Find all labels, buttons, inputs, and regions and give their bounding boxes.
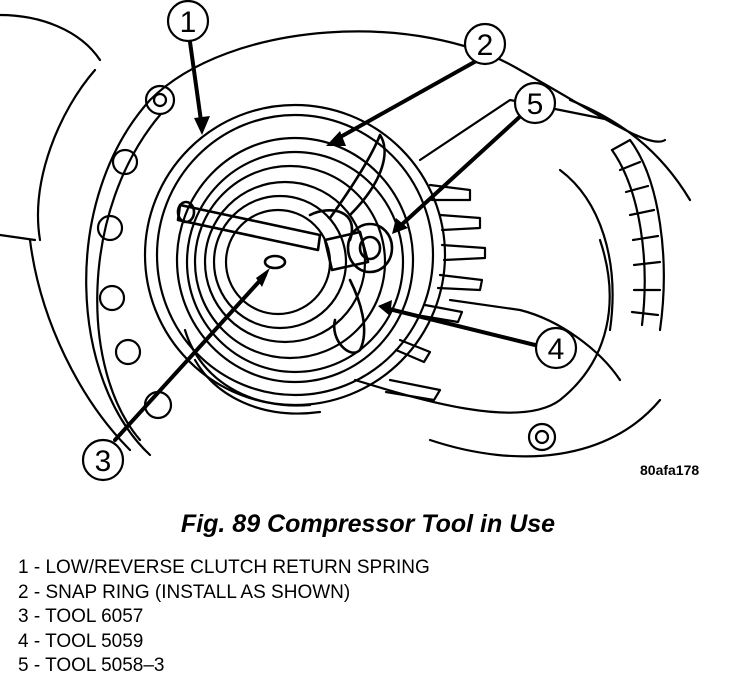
case-bolt-holes — [96, 84, 557, 452]
callout-2: 2 — [463, 22, 507, 66]
figure-code: 80afa178 — [640, 462, 699, 478]
callout-4-number: 4 — [548, 333, 565, 366]
clutch-pack — [143, 103, 447, 415]
callout-3-number: 3 — [95, 445, 112, 478]
legend-item: 4 - TOOL 5059 — [18, 630, 144, 652]
callout-3: 3 — [81, 438, 125, 482]
compressor-tool — [176, 133, 394, 354]
legend-item: 2 - SNAP RING (INSTALL AS SHOWN) — [18, 581, 351, 603]
callout-4: 4 — [534, 326, 578, 370]
compressor-tool-illustration: 1 2 3 4 5 80afa178 — [0, 0, 699, 482]
callout-5: 5 — [513, 81, 557, 125]
legend-item: 1 - LOW/REVERSE CLUTCH RETURN SPRING — [18, 557, 430, 578]
callout-2-number: 2 — [477, 29, 494, 62]
legend-list: 1 - LOW/REVERSE CLUTCH RETURN SPRING 2 -… — [18, 556, 430, 679]
return-spring-fingers — [384, 183, 487, 402]
callout-1-number: 1 — [180, 6, 197, 39]
legend-item: 3 - TOOL 6057 — [18, 606, 144, 627]
leader-arrows — [113, 40, 537, 442]
arrow-heads — [194, 116, 408, 316]
callout-1: 1 — [166, 0, 210, 43]
ring-gear-teeth — [610, 138, 665, 332]
legend-item: 5 - TOOL 5058–3 — [18, 655, 165, 676]
figure-caption: Fig. 89 Compressor Tool in Use — [180, 510, 556, 538]
callout-5-number: 5 — [527, 88, 544, 121]
